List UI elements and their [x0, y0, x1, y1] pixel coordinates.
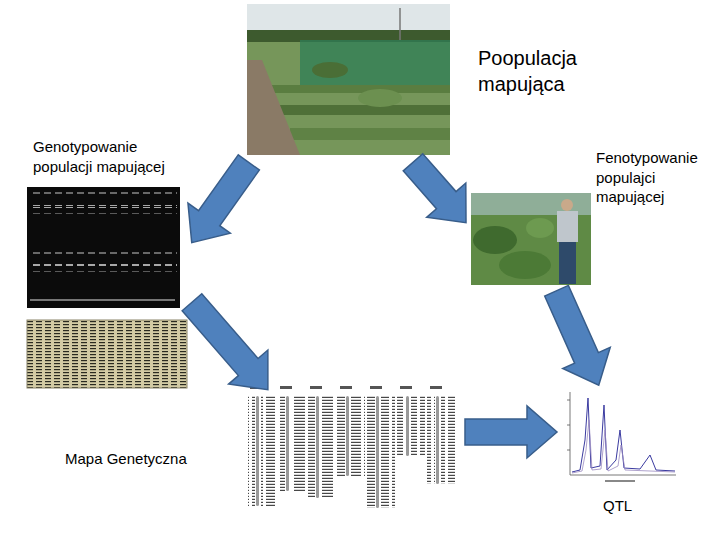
marker-list [441, 396, 455, 484]
photo-net [300, 40, 450, 85]
genetic-map-image [248, 386, 455, 508]
photo-row [290, 128, 450, 140]
photo-plant [526, 218, 554, 238]
gel-image [27, 187, 180, 308]
chromosome-bar [406, 396, 409, 456]
block-arrow [182, 294, 268, 390]
photo-plant [358, 89, 402, 107]
photo-row [270, 85, 450, 93]
chart-tick [567, 400, 570, 401]
chromosome-bar [376, 396, 379, 508]
matrix-image [27, 320, 187, 388]
gel-bands [32, 205, 177, 208]
person-head [561, 199, 573, 211]
phenotyping-photo [471, 193, 591, 285]
marker-list [427, 396, 435, 484]
marker-list [351, 396, 365, 476]
stage-box: Genotypowanie populacji mapującej [25, 135, 190, 388]
marker-list [261, 396, 275, 506]
gel-wells [32, 192, 177, 195]
lod-curve [572, 420, 675, 473]
marker-list [411, 396, 425, 456]
marker-list [337, 396, 345, 476]
map-header [400, 386, 412, 389]
map-header [340, 386, 352, 389]
photo-sky [247, 4, 450, 32]
stage-box: Mapa Genetyczna [60, 392, 462, 512]
marker-list [291, 396, 305, 491]
marker-list [248, 396, 255, 506]
chromosome-bar [256, 396, 259, 506]
marker-list [307, 396, 315, 498]
photo-plant [499, 251, 551, 279]
marker-list [321, 396, 335, 498]
person-shirt [557, 211, 578, 242]
chart-axis [570, 475, 676, 476]
photo-plant [473, 226, 517, 254]
photo-plant [312, 62, 348, 78]
photo-ground [471, 193, 591, 285]
chart-axis [570, 392, 571, 475]
gel-caption-strip [30, 299, 175, 301]
chromosome-bar [346, 396, 349, 476]
photo-ground [247, 4, 450, 155]
chromosome-bar [436, 396, 439, 484]
marker-list [277, 396, 285, 491]
stage-label: Fenotypowanie populajci mapującej [596, 148, 714, 207]
stage-label: Poopulacja mapująca [478, 45, 600, 97]
gel-ground [27, 187, 180, 308]
gel-bands [32, 264, 177, 267]
gel-wells [32, 252, 177, 255]
photo-pole [399, 8, 401, 40]
map-header [370, 386, 382, 389]
marker-list [381, 396, 395, 508]
stage-box: QTL [560, 388, 680, 525]
stage-box: Poopulacja mapująca [247, 4, 602, 160]
map-header [310, 386, 322, 389]
block-arrow [545, 285, 611, 385]
matrix-frame [27, 320, 187, 388]
photo-row [280, 105, 450, 115]
qtl-chart [567, 392, 676, 482]
chart-tick [567, 425, 570, 426]
marker-list [397, 396, 405, 456]
stage-label: QTL [603, 496, 663, 516]
block-arrow [403, 154, 466, 223]
photo-path [247, 60, 300, 155]
block-arrow [465, 406, 557, 458]
stage-label: Mapa Genetyczna [65, 449, 235, 469]
chart-axis-title [605, 480, 635, 482]
chromosome-bar [316, 396, 319, 498]
lod-curve [572, 398, 675, 472]
chart-tick [567, 450, 570, 451]
stage-box: Fenotypowanie populajci mapującej [468, 148, 716, 288]
map-header [280, 386, 292, 389]
map-header [430, 386, 442, 389]
field-photo [247, 4, 450, 155]
gel-bands [32, 271, 177, 273]
block-arrow [188, 155, 259, 243]
genotype-matrix [27, 320, 187, 388]
stage-label: Genotypowanie populacji mapującej [33, 137, 188, 176]
chromosome-bar [286, 396, 289, 491]
person-jeans [559, 242, 576, 284]
gel-bands [32, 212, 177, 214]
marker-list [367, 396, 375, 508]
